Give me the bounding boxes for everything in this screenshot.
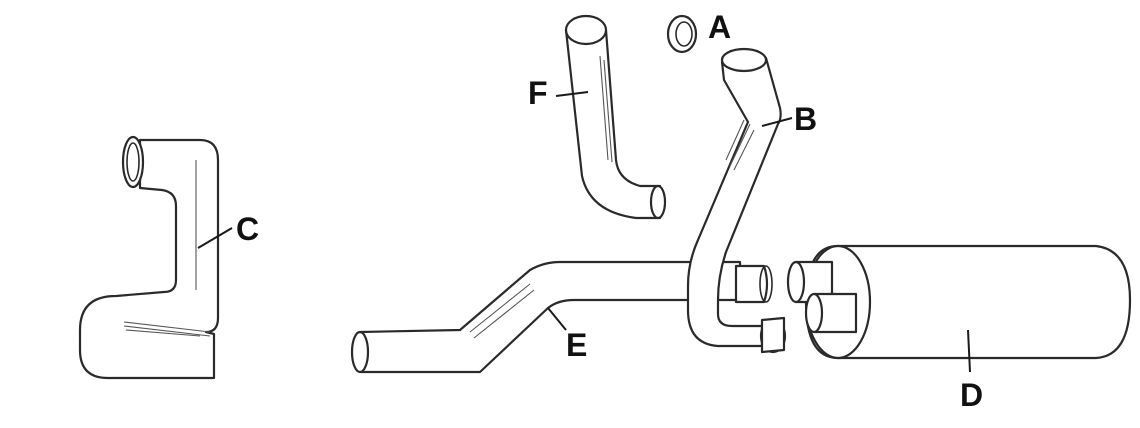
- part-f-elbow-pipe: [564, 14, 667, 220]
- part-a-clamp: [666, 14, 698, 54]
- label-b: B: [794, 101, 817, 137]
- leader-line-d: [967, 329, 971, 373]
- label-f: F: [528, 75, 548, 111]
- label-e: E: [566, 327, 587, 363]
- part-b-front-pipe: [686, 47, 787, 354]
- label-d: D: [960, 377, 983, 413]
- label-c: C: [236, 211, 259, 247]
- part-c-bent-pipe: [78, 135, 220, 380]
- label-a: A: [708, 9, 731, 45]
- leader-line-e: [547, 307, 567, 331]
- part-e-intermediate-pipe: [350, 260, 742, 374]
- leader-line-f: [555, 91, 589, 97]
- leader-line-c: [197, 227, 233, 249]
- part-d-muffler: [734, 244, 1132, 360]
- leader-line-b: [761, 117, 793, 127]
